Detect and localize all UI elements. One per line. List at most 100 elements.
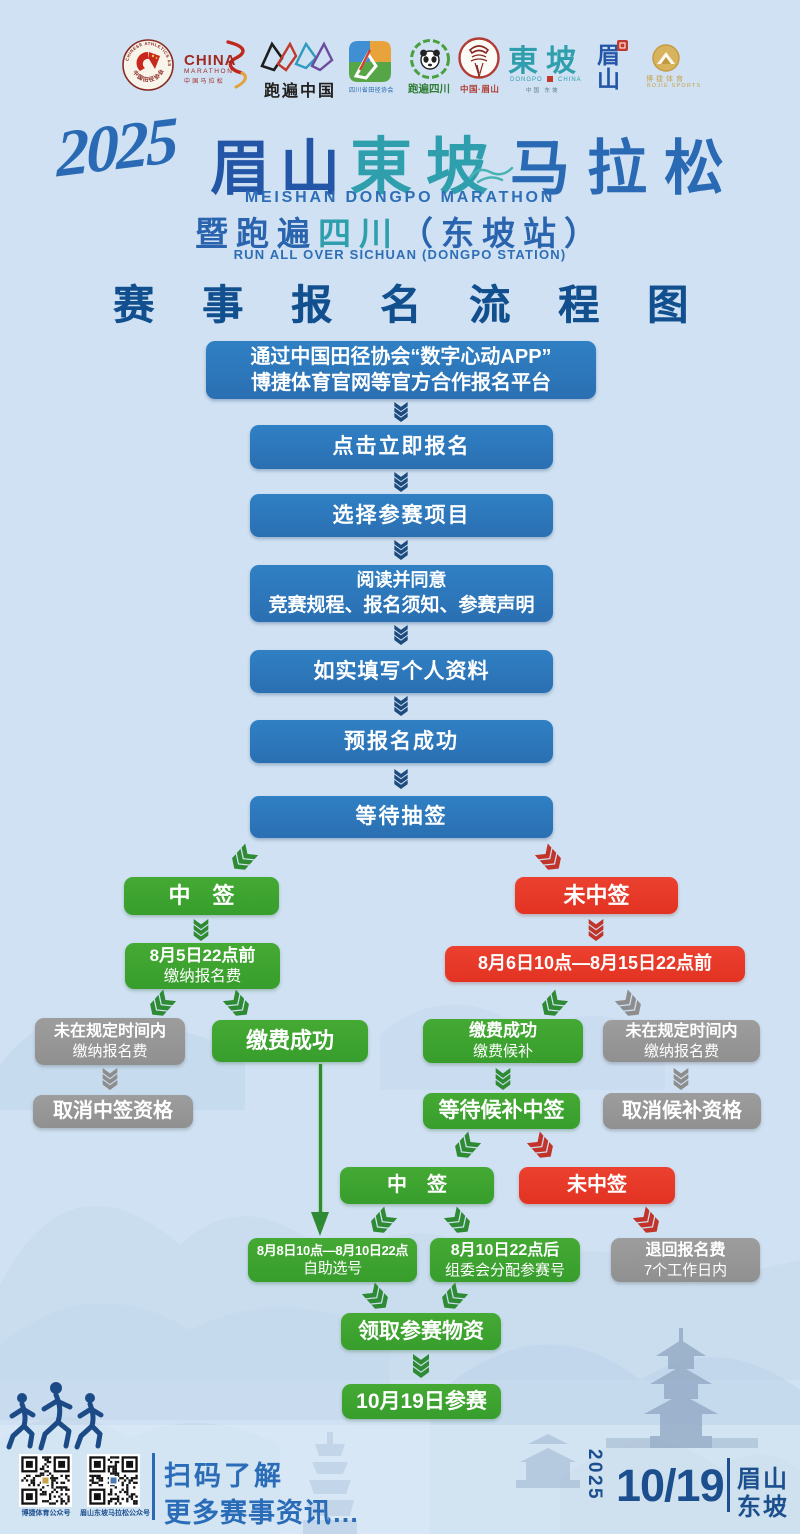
flow-node-pay-window: 8月6日10点—8月15日22点前 (445, 946, 745, 982)
flow-node-cancel-win: 取消中签资格 (33, 1095, 193, 1128)
qr2-caption: 眉山东坡马拉松公众号 (80, 1510, 150, 1517)
flow-node-not-paid-left: 未在规定时间内 缴纳报名费 (35, 1018, 185, 1065)
flow-node-wait-waitlist: 等待候补中签 (423, 1093, 580, 1129)
flow-node-lose2-label: 未中签 (567, 1174, 627, 1197)
long-connector-line (319, 1064, 322, 1214)
flow-node-agree-line2: 竞赛规程、报名须知、参赛声明 (268, 594, 535, 616)
flow-node-win2-label: 中 签 (387, 1174, 447, 1197)
down-arrow-icon (394, 472, 408, 492)
flow-node-pre-success: 预报名成功 (250, 720, 553, 763)
footer: 博捷体育公众号 眉山东坡马拉松公众号 扫码了解 更多赛事资讯… 2025 10/… (0, 1444, 800, 1534)
title-meishan: 眉山 (210, 135, 350, 202)
flow-node-pay-before: 8月5日22点前 缴纳报名费 (125, 943, 280, 989)
flow-node-fill-label: 如实填写个人资料 (313, 659, 490, 683)
logo-chinese-athletics-association: CHINESE ATHLETICS ASSOCIATION 中国田径协会 (122, 39, 174, 91)
logo-china-meishan: 中国·眉山 (458, 37, 502, 95)
flow-node-fill: 如实填写个人资料 (250, 650, 553, 693)
flow-node-lose2: 未中签 (519, 1167, 675, 1204)
flow-node-self-pick: 8月8日10点—8月10日22点 自助选号 (248, 1238, 417, 1282)
flow-node-wait-waitlist-label: 等待候补中签 (438, 1099, 565, 1123)
title-subline: 暨跑遍四川（东坡站） (0, 207, 800, 255)
logo-bojie-sports: 博捷体育 BOJIE SPORTS (640, 44, 700, 92)
flow-node-win1-label: 中 签 (168, 883, 235, 909)
flow-node-agree: 阅读并同意 竞赛规程、报名须知、参赛声明 (250, 565, 553, 622)
zigzag-runners-icon (260, 41, 334, 72)
flow-node-choose: 选择参赛项目 (250, 494, 553, 537)
flow-node-not-paid-right: 未在规定时间内 缴纳报名费 (603, 1020, 760, 1062)
pagoda-silhouette (606, 1328, 758, 1448)
gold-emblem-icon (652, 44, 680, 72)
flow-node-agree-line1: 阅读并同意 (356, 570, 447, 591)
qr-code-marathon (87, 1454, 140, 1507)
panda-wreath-icon (410, 39, 450, 79)
qr1-caption: 博捷体育公众号 (21, 1510, 71, 1517)
flow-node-win1: 中 签 (124, 877, 279, 915)
down-arrow-icon (673, 1068, 689, 1090)
scan-text-line2: 更多赛事资讯… (164, 1498, 360, 1528)
flow-node-pay-waitlist: 缴费成功 缴费候补 (423, 1019, 583, 1063)
flow-node-platform-line2: 博捷体育官网等官方合作报名平台 (251, 372, 551, 394)
flow-node-cancel-win-label: 取消中签资格 (53, 1100, 173, 1123)
footer-date: 10/19 (616, 1460, 725, 1511)
section-title: 赛事报名流程图 (113, 282, 736, 328)
footer-year: 2025 (584, 1448, 606, 1502)
flow-node-cancel-waitlist: 取消候补资格 (603, 1093, 761, 1129)
flow-node-pay-before-line2: 缴纳报名费 (163, 967, 242, 985)
flow-node-not-paid-left-line2: 缴纳报名费 (72, 1043, 148, 1061)
title-year: 2025 (55, 103, 177, 192)
teal-swirl-icon (468, 166, 514, 184)
flow-node-pay-before-line1: 8月5日22点前 (149, 945, 256, 965)
flow-node-lose1: 未中签 (515, 877, 678, 914)
connector-arrowhead (311, 1212, 329, 1236)
flow-node-kit-label: 领取参赛物资 (358, 1319, 484, 1343)
flow-node-assigned: 8月10日22点后 组委会分配参赛号 (430, 1238, 580, 1282)
scan-text-line1: 扫码了解 (164, 1461, 284, 1491)
flow-node-platform-line1: 通过中国田径协会“数字心动APP” (250, 345, 552, 368)
footer-divider-left (152, 1453, 155, 1520)
tower-silhouette (303, 1432, 357, 1534)
down-arrow-icon (413, 1354, 429, 1378)
logo-dongpo-china: 東坡 DONGPO CHINA 中国 东坡 (508, 45, 584, 94)
down-arrow-icon (394, 769, 408, 789)
flow-node-not-paid-right-line2: 缴纳报名费 (643, 1042, 719, 1060)
down-arrow-icon (394, 540, 408, 560)
title-subline-en: RUN ALL OVER SICHUAN (DONGPO STATION) (233, 247, 567, 262)
flow-node-race-day-label: 10月19日参赛 (356, 1389, 487, 1413)
down-arrow-icon (588, 919, 604, 941)
flow-node-pay-waitlist-line1: 缴费成功 (469, 1020, 537, 1040)
subline-pre: 暨跑遍 (195, 215, 318, 252)
flow-node-choose-label: 选择参赛项目 (332, 503, 471, 527)
flow-node-win2: 中 签 (340, 1167, 494, 1204)
flow-node-self-pick-line1: 8月8日10点—8月10日22点 (256, 1242, 409, 1258)
flow-node-pay-success: 缴费成功 (212, 1020, 368, 1062)
flow-node-wait-draw-label: 等待抽签 (355, 805, 448, 829)
logo-china-marathon: CHINA MARATHON 中国马拉松 (184, 40, 250, 92)
flow-node-pay-waitlist-line2: 缴费候补 (472, 1043, 533, 1061)
down-arrow-icon (394, 625, 408, 645)
logo-run-sichuan: 跑遍四川 (408, 38, 456, 95)
title-subtitle-en: MEISHAN DONGPO MARATHON (244, 189, 556, 206)
flow-node-lose1-label: 未中签 (563, 882, 630, 908)
seal-dot (547, 76, 554, 82)
flow-node-assigned-line1: 8月10日22点后 (450, 1241, 560, 1259)
subline-post: （东坡站） (400, 215, 605, 252)
flow-node-register: 点击立即报名 (250, 425, 553, 469)
title-block: 2025 眉山 東坡 马拉松 MEISHAN DONGPO MARATHON 暨… (0, 103, 800, 328)
flow-node-pre-success-label: 预报名成功 (344, 729, 459, 753)
flow-node-kit: 领取参赛物资 (341, 1313, 501, 1350)
logo-meishan-vertical: 眉山 (594, 40, 628, 98)
flow-node-not-paid-left-line1: 未在规定时间内 (53, 1023, 166, 1041)
flow-node-refund-line2: 7个工作日内 (643, 1261, 728, 1279)
footer-divider-right (727, 1458, 730, 1512)
dongpo-portrait-icon (458, 37, 500, 79)
down-arrow-icon (394, 696, 408, 716)
down-arrow-icon (495, 1068, 511, 1090)
subline-sichuan: 四川 (318, 215, 400, 252)
flow-node-not-paid-right-line1: 未在规定时间内 (625, 1022, 738, 1040)
down-arrow-icon (394, 402, 408, 422)
flow-node-pay-window-label: 8月6日10点—8月15日22点前 (477, 953, 713, 974)
flow-node-platform: 通过中国田径协会“数字心动APP” 博捷体育官网等官方合作报名平台 (206, 341, 596, 399)
down-arrow-icon (102, 1068, 118, 1090)
